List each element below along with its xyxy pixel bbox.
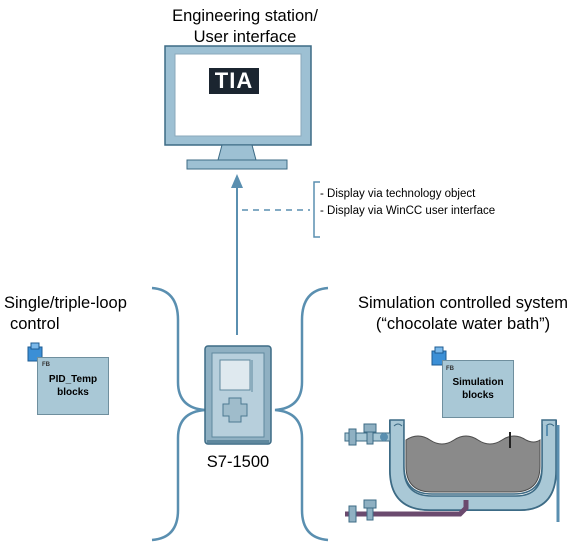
plc-icon	[204, 345, 272, 445]
left-brace	[151, 286, 206, 542]
fb-badge-left: FB	[42, 362, 50, 368]
display-notes: - Display via technology object - Displa…	[320, 186, 495, 219]
notes-bracket	[313, 181, 320, 238]
pid-temp-block: PID_Temp blocks	[37, 357, 109, 415]
right-group-title-line1: Simulation controlled system	[357, 294, 568, 312]
right-brace	[274, 286, 329, 542]
tia-logo: TIA	[214, 68, 254, 93]
connection-arrow	[231, 174, 243, 335]
station-title: Engineering station/ User interface	[135, 6, 355, 47]
left-group-title-line2: control	[10, 314, 60, 333]
right-group-title-line2: (“chocolate water bath”)	[375, 314, 551, 333]
left-group-title-line1: Single/triple-loop	[4, 294, 127, 312]
station-title-line1: Engineering station/	[172, 7, 318, 25]
monitor-icon	[164, 45, 312, 170]
pid-temp-block-line2: blocks	[57, 387, 89, 398]
station-title-line2: User interface	[193, 27, 297, 46]
simulation-block-line2: blocks	[462, 390, 494, 401]
pid-temp-block-line1: PID_Temp	[48, 374, 98, 385]
fb-badge-right: FB	[446, 366, 454, 372]
simulation-block-line1: Simulation	[452, 377, 504, 388]
display-note-1: - Display via technology object	[320, 188, 476, 200]
plc-label: S7-1500	[206, 453, 270, 471]
left-group-title: Single/triple-loop control	[4, 293, 144, 334]
right-group-title: Simulation controlled system (“chocolate…	[340, 293, 586, 334]
display-note-2: - Display via WinCC user interface	[320, 204, 496, 217]
simulation-block: Simulation blocks	[442, 360, 514, 418]
water-bath-icon	[344, 419, 560, 523]
